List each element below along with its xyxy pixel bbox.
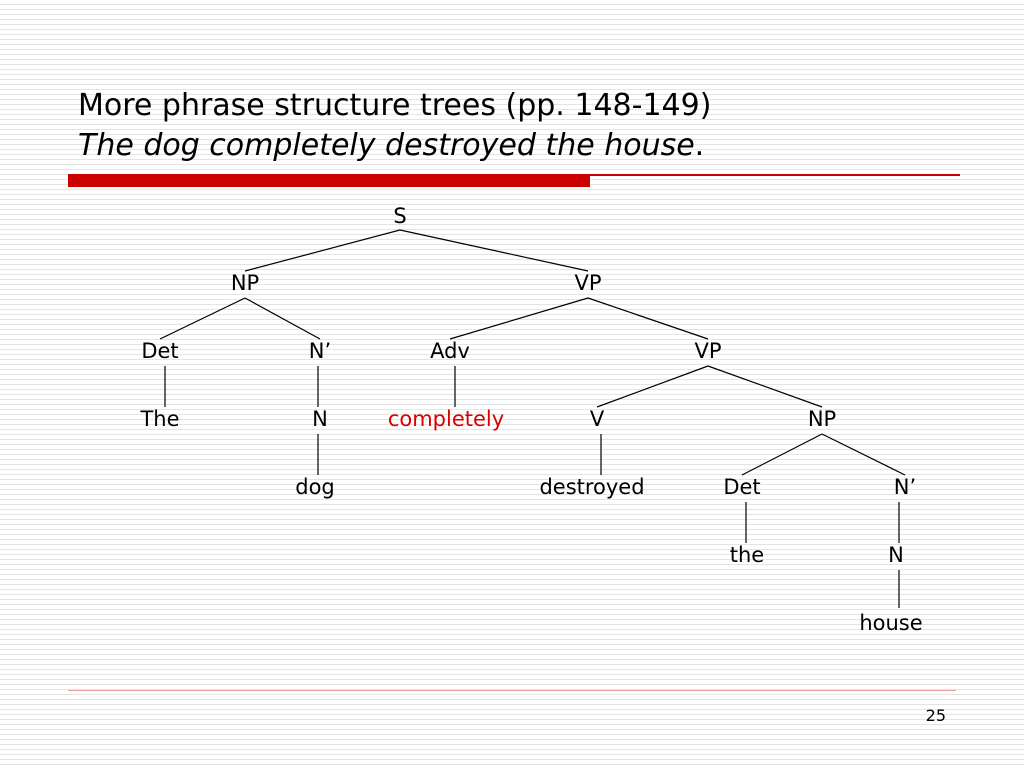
tree-node-v: V <box>590 407 605 431</box>
tree-node-destroyed: destroyed <box>539 475 644 499</box>
tree-branch-np1-det1 <box>159 297 246 340</box>
sentence-period: . <box>694 128 705 163</box>
tree-node-the2: the <box>730 543 764 567</box>
tree-node-n1: N <box>312 407 328 431</box>
tree-node-s: S <box>393 204 406 228</box>
tree-branch-vp1-vp2 <box>587 297 709 340</box>
tree-branch-s-np1 <box>244 229 401 272</box>
title-underline-thin <box>590 174 960 176</box>
tree-node-adv: Adv <box>430 339 470 363</box>
tree-node-house: house <box>859 611 922 635</box>
page-number: 25 <box>925 706 946 725</box>
tree-node-vp1: VP <box>574 271 601 295</box>
tree-node-completely: completely <box>388 407 504 431</box>
tree-branch-np1-nbar1 <box>244 297 321 340</box>
tree-branch-s-vp1 <box>399 229 589 272</box>
tree-node-vp2: VP <box>694 339 721 363</box>
tree-branch-np2-nbar2 <box>821 433 906 476</box>
tree-branch-np2-det2 <box>741 433 823 476</box>
tree-node-n2: N <box>888 543 904 567</box>
slide-title: More phrase structure trees (pp. 148-149… <box>78 86 711 166</box>
tree-node-det2: Det <box>723 475 760 499</box>
tree-node-det1: Det <box>141 339 178 363</box>
title-underline <box>68 174 960 188</box>
tree-branch-vp2-v <box>596 365 709 408</box>
title-underline-thick <box>68 174 590 187</box>
footer-divider <box>68 690 956 691</box>
example-sentence: The dog completely destroyed the house <box>78 128 695 163</box>
title-line-2: The dog completely destroyed the house. <box>78 126 711 166</box>
tree-node-nbar2: N’ <box>894 475 916 499</box>
tree-branch-vp2-np2 <box>707 365 823 408</box>
tree-branch-vp1-adv <box>449 297 589 340</box>
tree-node-np1: NP <box>231 271 259 295</box>
tree-node-nbar1: N’ <box>309 339 331 363</box>
tree-node-the1: The <box>139 407 179 431</box>
tree-node-dog: dog <box>295 475 335 499</box>
tree-node-np2: NP <box>808 407 836 431</box>
title-line-1: More phrase structure trees (pp. 148-149… <box>78 88 712 123</box>
